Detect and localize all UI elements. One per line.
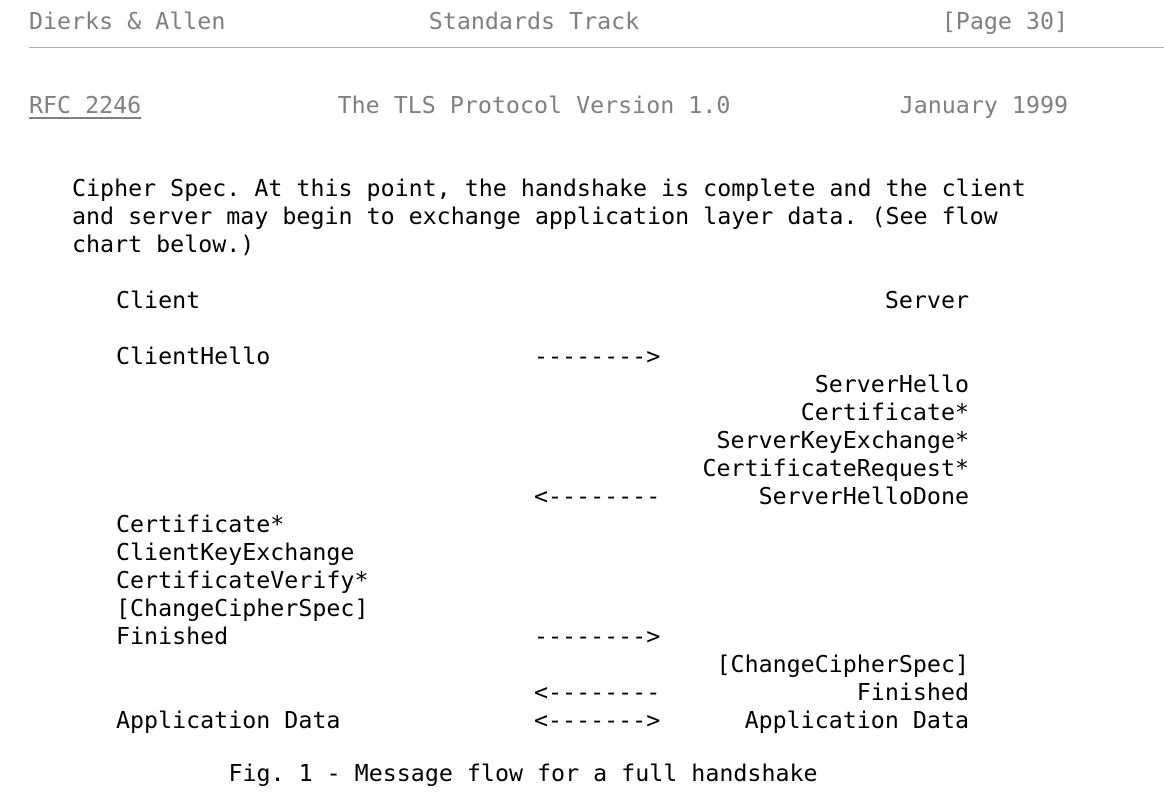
document-title-line: RFC 2246 The TLS Protocol Version 1.0 Ja… [0,92,1164,124]
client-message: CertificateVerify* [116,567,369,594]
header-category: Standards Track [428,8,640,35]
client-message: ClientKeyExchange [116,539,355,566]
server-message: Finished [856,679,969,706]
server-message: [ChangeCipherSpec] [716,651,969,678]
flow-arrow: <-------- [534,679,661,706]
server-message: Application Data [744,707,969,734]
server-message: CertificateRequest* [702,455,970,482]
document-title: The TLS Protocol Version 1.0 [337,92,731,119]
server-message: ServerHello [814,371,969,398]
client-message: [ChangeCipherSpec] [116,595,369,622]
rfc-number-link[interactable]: RFC 2246 [29,92,142,119]
header-divider [29,47,1164,48]
flow-row: [ChangeCipherSpec] [0,651,1164,679]
flow-row: Certificate* [0,511,1164,539]
flow-row: CertificateVerify* [0,567,1164,595]
flow-row: ServerHello [0,371,1164,399]
flow-arrow: <-------- [534,483,661,510]
flow-row: [ChangeCipherSpec] [0,595,1164,623]
flow-row: ServerKeyExchange* [0,427,1164,455]
client-message: ClientHello [116,343,271,370]
flow-row: Finished --------> [0,623,1164,651]
running-header: Dierks & Allen Standards Track [Page 30] [0,8,1164,40]
flow-row: ClientKeyExchange [0,539,1164,567]
flow-row: Client Server [0,287,1164,315]
flow-row: ClientHello --------> [0,343,1164,371]
document-date: January 1999 [899,92,1068,119]
server-message: ServerHelloDone [758,483,969,510]
server-message: Server [884,287,969,314]
flow-row: <-------- Finished [0,679,1164,707]
flow-arrow: <-------> [534,707,661,734]
flow-row: Certificate* [0,399,1164,427]
figure-caption: Fig. 1 - Message flow for a full handsha… [228,760,818,787]
flow-row: Application Data <-------> Application Dat… [0,707,1164,735]
header-page-number: [Page 30] [941,8,1068,35]
client-message: Finished [116,623,229,650]
client-message: Certificate* [116,511,285,538]
flow-row: <-------- ServerHelloDone [0,483,1164,511]
flow-arrow: --------> [534,343,661,370]
flow-row [0,315,1164,343]
body-paragraph: Cipher Spec. At this point, the handshak… [72,175,1026,258]
header-authors: Dierks & Allen [29,8,226,35]
server-message: ServerKeyExchange* [716,427,969,454]
flow-row: CertificateRequest* [0,455,1164,483]
client-message: Application Data [116,707,341,734]
server-message: Certificate* [800,399,969,426]
flow-arrow: --------> [534,623,661,650]
client-message: Client [116,287,201,314]
